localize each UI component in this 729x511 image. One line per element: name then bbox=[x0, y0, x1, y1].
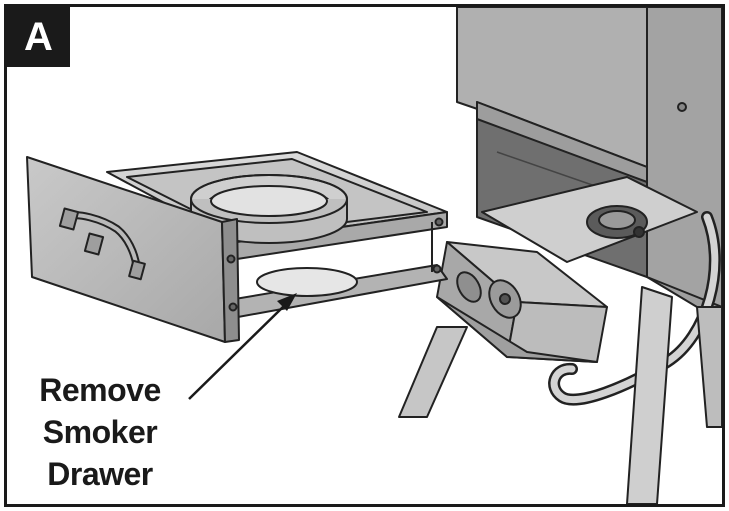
smoker-cabinet bbox=[456, 7, 722, 308]
panel-label: A bbox=[7, 7, 70, 67]
callout-line-2: Smoker bbox=[42, 414, 158, 450]
figure-frame: A bbox=[4, 4, 725, 507]
callout-line-3: Drawer bbox=[47, 456, 153, 492]
smoker-illustration bbox=[26, 7, 722, 504]
leader-arrow bbox=[188, 293, 297, 400]
smoker-drawer bbox=[26, 151, 448, 343]
callout-text: Remove Smoker Drawer bbox=[25, 369, 175, 495]
control-knob bbox=[456, 271, 482, 303]
smoker-legs bbox=[398, 286, 722, 504]
callout-line-1: Remove bbox=[39, 372, 161, 408]
control-panel bbox=[436, 241, 608, 363]
